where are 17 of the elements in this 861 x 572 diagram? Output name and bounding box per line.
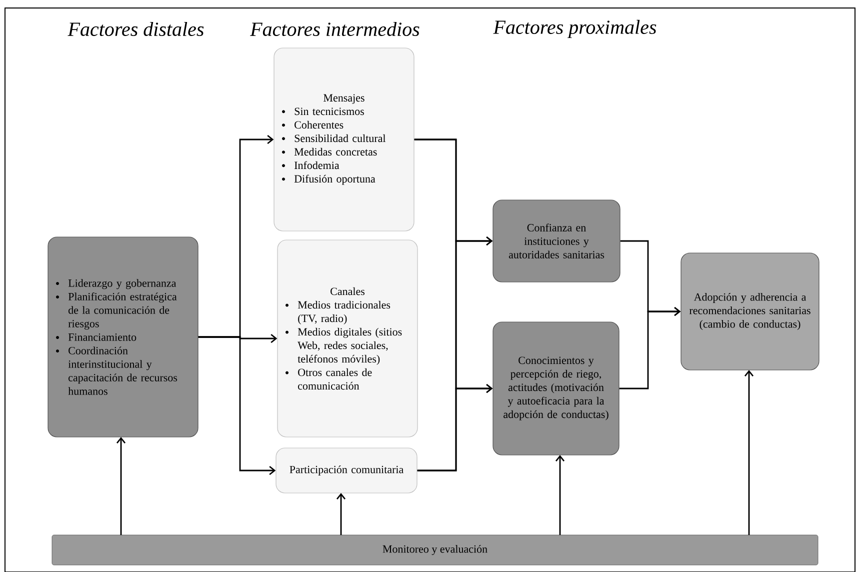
arrow bbox=[555, 454, 565, 535]
monitoring-bar: Monitoreo y evaluación bbox=[52, 534, 818, 566]
process-box: Participación comunitaria bbox=[276, 448, 418, 494]
column-heading: Factores distales bbox=[68, 22, 204, 36]
process-box: Confianza en instituciones y autoridades sanitarias bbox=[492, 200, 620, 282]
arrow bbox=[619, 306, 681, 390]
process-box: Liderazgo y gobernanza Planificación estratégica de la comunicación de riesgos Financiamiento Coordinación interinstitucional y capacitación de recursos humanos bbox=[48, 236, 198, 438]
process-box: Mensajes Sin tecnicismos Coherentes Sensibilidad cultural Medidas concretas Infodemia Difusión oportuna bbox=[274, 48, 414, 232]
arrow bbox=[744, 370, 754, 535]
outcome-box: Adopción y adherencia a recomendaciones sanitarias (cambio de conductas) bbox=[680, 252, 820, 370]
process-box: Canales Medios tradicionales (TV, radio) Medios digitales (sitios Web, redes sociales, teléfonos móviles) Otros canales de comunicación bbox=[277, 240, 418, 438]
arrow bbox=[198, 336, 276, 476]
process-box: Conocimientos y percepción de riego, actitudes (motivación y autoeficacia para la adopción de conductas) bbox=[492, 322, 620, 456]
arrow bbox=[336, 493, 346, 535]
arrow bbox=[116, 437, 126, 535]
arrow bbox=[417, 384, 493, 472]
column-heading: Factores proximales bbox=[493, 20, 656, 38]
